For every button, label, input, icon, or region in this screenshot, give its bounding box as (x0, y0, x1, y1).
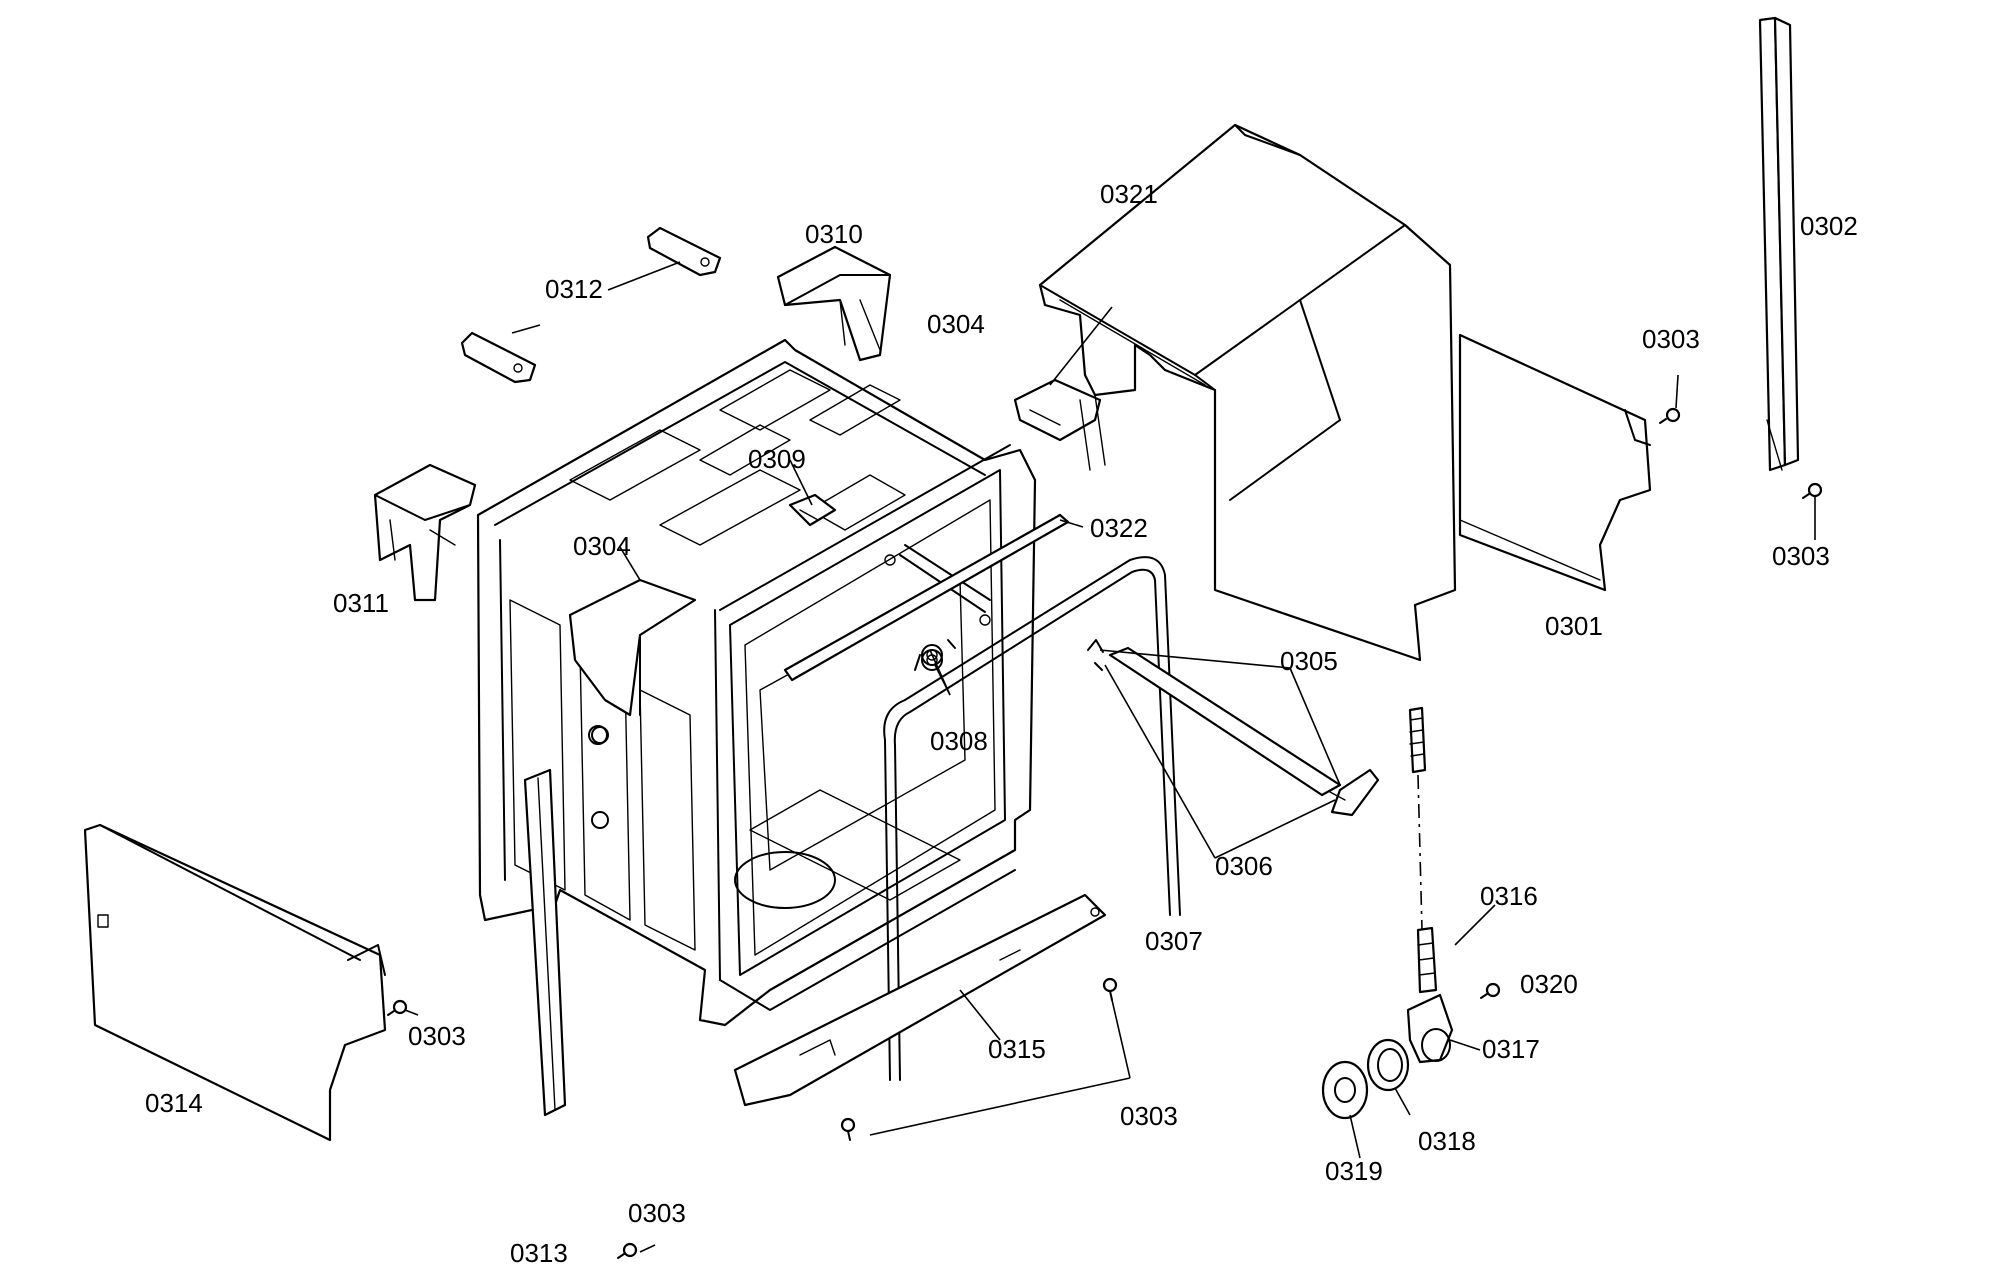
callout-0307: 0307 (1145, 926, 1203, 956)
part-0309-bracket (788, 493, 837, 527)
callout-0304-rear: 0304 (927, 309, 985, 339)
part-0312-clip-lower (460, 331, 537, 384)
part-0304-bracket-rear (1013, 378, 1106, 471)
part-0319-cap (1321, 1060, 1369, 1120)
part-0321-housing (1038, 123, 1457, 662)
part-0307-gasket (883, 556, 1181, 1081)
callout-0304-front: 0304 (573, 531, 631, 561)
callout-0303-left-panel: 0303 (408, 1021, 466, 1051)
callout-0314: 0314 (145, 1088, 203, 1118)
part-0317-elbow (1406, 993, 1454, 1064)
screw-0303-left-panel (387, 999, 408, 1016)
callout-0303-bottom-left: 0303 (628, 1198, 686, 1228)
part-tub (476, 338, 1037, 1027)
callout-0322: 0322 (1090, 513, 1148, 543)
callout-0318: 0318 (1418, 1126, 1476, 1156)
callout-labels: 0301 0302 0303 0303 0303 0303 0303 0304 … (145, 179, 1858, 1268)
callout-0312: 0312 (545, 274, 603, 304)
part-0310-block (776, 245, 892, 362)
callout-0302: 0302 (1800, 211, 1858, 241)
screw-0303-bottom-mid-a (1102, 977, 1118, 1001)
part-0315-strip (733, 893, 1107, 1107)
callout-0315: 0315 (988, 1034, 1046, 1064)
callout-0308: 0308 (930, 726, 988, 756)
screw-0303-bottom-left (617, 1242, 638, 1259)
callout-0310: 0310 (805, 219, 863, 249)
part-0312-clip-upper (646, 226, 722, 277)
callout-0303-right-top: 0303 (1642, 324, 1700, 354)
callout-0317: 0317 (1482, 1034, 1540, 1064)
screw-0303-right-top (1659, 407, 1681, 424)
callout-0321: 0321 (1100, 179, 1158, 209)
part-0306-clip (1087, 639, 1104, 671)
part-0301-side-panel (1458, 333, 1652, 592)
callout-0303-far-right: 0303 (1772, 541, 1830, 571)
callout-0301: 0301 (1545, 611, 1603, 641)
callout-0319: 0319 (1325, 1156, 1383, 1186)
part-0311-block (373, 463, 477, 602)
screw-0303-bottom-mid-b (840, 1117, 856, 1141)
screw-0320 (1480, 982, 1501, 999)
callout-0320: 0320 (1520, 969, 1578, 999)
callout-0316: 0316 (1480, 881, 1538, 911)
part-0313-strip (523, 768, 567, 1117)
callout-0305: 0305 (1280, 646, 1338, 676)
callout-0313: 0313 (510, 1238, 568, 1268)
callout-0306: 0306 (1215, 851, 1273, 881)
part-0314-panel (83, 823, 387, 1142)
callout-0309: 0309 (748, 444, 806, 474)
part-0318-ring (1366, 1038, 1410, 1092)
part-0302-rail (1758, 16, 1800, 472)
part-0304-bracket-front (568, 578, 697, 745)
callout-0303-bottom-mid: 0303 (1120, 1101, 1178, 1131)
callout-0311: 0311 (333, 588, 389, 618)
leader-lines (404, 261, 1816, 1253)
screw-0303-far-right (1802, 482, 1823, 499)
part-0316-hose (1408, 706, 1438, 994)
